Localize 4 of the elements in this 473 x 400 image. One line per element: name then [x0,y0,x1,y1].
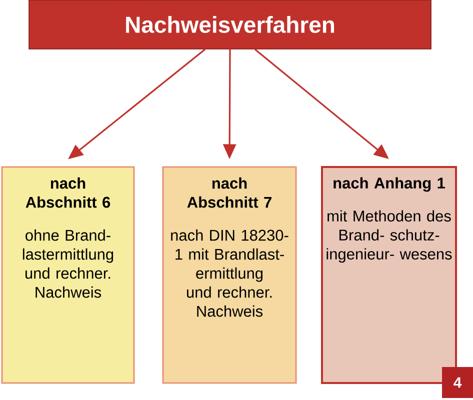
figure-number: 4 [442,367,473,398]
title-box: Nachweisverfahren [28,0,432,50]
method-box: nach Abschnitt 7 nach DIN 18230-1 mit Brandlast- ermittlung und rechner. Nachweis [162,166,297,384]
method-box: nach Abschnitt 6 ohne Brand- lastermittlung und rechner. Nachweis [1,166,135,384]
